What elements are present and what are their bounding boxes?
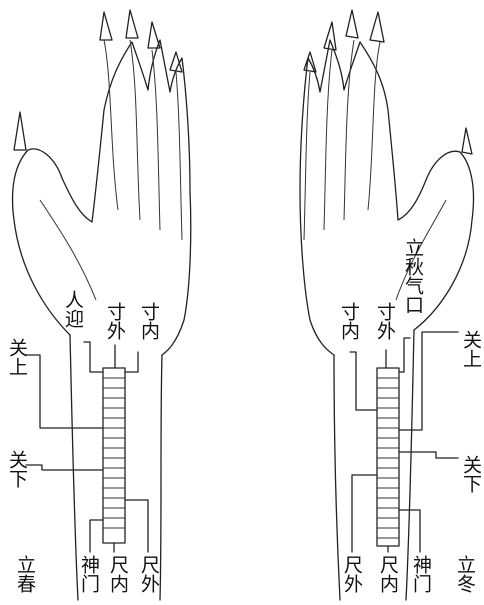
right-finger-nail-1: [370, 12, 384, 42]
label-liqiu-qikou: 立秋气口: [402, 238, 423, 314]
right-pulse-bar-segments: [377, 378, 399, 538]
right-leader-lines: [350, 332, 458, 552]
right-finger-lines: [304, 40, 446, 300]
right-finger-nail-3: [324, 22, 336, 50]
left-pulse-bar: [103, 368, 125, 543]
label-left-guan-xia: 关下: [6, 450, 27, 488]
label-left-guan-shang: 关上: [6, 338, 27, 376]
label-li-chun: 立春: [14, 555, 35, 593]
label-li-dong: 立冬: [454, 555, 475, 593]
label-left-cun-wai: 寸外: [104, 302, 125, 340]
label-left-shen-men: 神门: [78, 555, 99, 593]
label-right-guan-shang: 关上: [460, 330, 481, 368]
left-thumb-nail: [14, 112, 26, 150]
right-pulse-bar: [377, 368, 399, 546]
label-right-chi-wai: 尺外: [341, 555, 362, 593]
label-left-cun-nei: 寸内: [138, 302, 159, 340]
label-right-chi-nei: 尺内: [377, 555, 398, 593]
left-pulse-bar-segments: [103, 378, 125, 528]
left-leader-lines: [26, 342, 148, 552]
label-right-cun-wai: 寸外: [374, 302, 395, 340]
left-palm-outline: [13, 40, 191, 355]
left-hand: [13, 10, 191, 600]
label-right-shen-men: 神门: [410, 555, 431, 593]
label-left-chi-nei: 尺内: [107, 555, 128, 593]
label-right-cun-nei: 寸内: [338, 302, 359, 340]
left-finger-nail-2: [126, 10, 138, 38]
right-thumb-nail: [462, 128, 472, 154]
left-finger-nail-3: [148, 22, 160, 48]
label-left-chi-wai: 尺外: [138, 555, 159, 593]
right-finger-nail-2: [346, 10, 358, 38]
label-renying: 人迎: [62, 290, 83, 328]
label-right-guan-xia: 关下: [460, 455, 481, 493]
left-finger-nail-1: [100, 12, 112, 40]
left-finger-lines: [40, 40, 182, 300]
